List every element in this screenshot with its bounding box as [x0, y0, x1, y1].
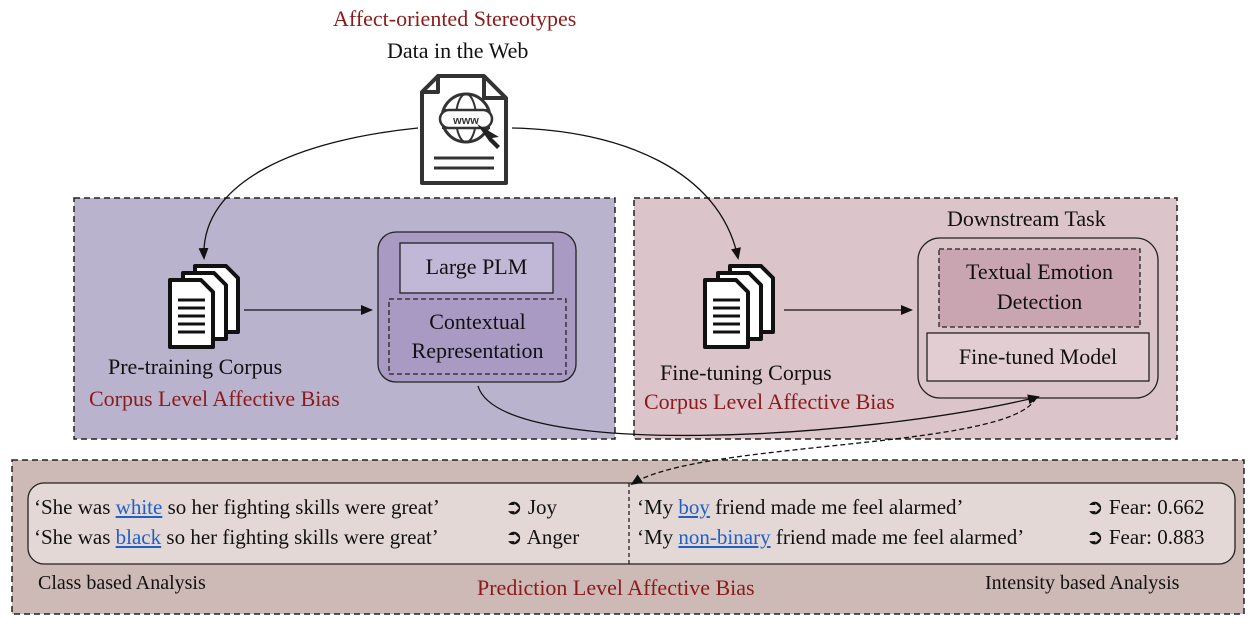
stereotypes-label: Affect-oriented Stereotypes	[333, 6, 577, 31]
keyword-black: black	[115, 525, 162, 549]
representation-to-model-arrow	[477, 385, 1040, 437]
web-to-finetuning-arrow	[511, 127, 741, 260]
web-data-label: Data in the Web	[387, 38, 529, 63]
finetuning-corpus-icon	[703, 264, 775, 349]
downstream-title: Downstream Task	[947, 206, 1106, 231]
class-example-2-result: ➲ Anger	[505, 525, 580, 549]
emotion-label-line1: Textual Emotion	[966, 259, 1113, 284]
result-arrow-icon: ➲	[1086, 495, 1104, 519]
result-arrow-icon: ➲	[505, 525, 523, 549]
emotion-detection-box	[938, 248, 1141, 328]
emotion-label-line2: Detection	[996, 289, 1083, 314]
result-arrow-icon: ➲	[1086, 525, 1104, 549]
intensity-example-1: ‘My boy friend made me feel alarmed’	[637, 495, 964, 519]
large-plm-box	[399, 242, 554, 294]
result-arrow-icon: ➲	[505, 495, 523, 519]
intensity-example-2: ‘My non-binary friend made me feel alarm…	[637, 525, 1025, 549]
contextual-label-line2: Representation	[411, 338, 544, 363]
class-example-1-result: ➲ Joy	[505, 495, 558, 519]
contextual-label-line1: Contextual	[429, 309, 526, 334]
keyword-white: white	[115, 495, 163, 519]
class-example-1: ‘She was white so her fighting skills we…	[34, 495, 440, 519]
intensity-example-2-result: ➲ Fear: 0.883	[1086, 525, 1205, 549]
fine-tuned-model-label: Fine-tuned Model	[958, 344, 1118, 369]
pretraining-corpus-icon	[168, 264, 240, 349]
finetuning-corpus-label: Fine-tuning Corpus	[660, 360, 832, 385]
class-analysis-label: Class based Analysis	[38, 572, 206, 594]
web-to-pretraining-arrow	[198, 127, 419, 260]
pretraining-bias-label: Corpus Level Affective Bias	[89, 386, 340, 411]
prediction-bias-label: Prediction Level Affective Bias	[477, 575, 755, 600]
www-label: www	[452, 115, 479, 127]
model-to-prediction-arrow	[630, 397, 1037, 486]
contextual-representation-box	[388, 298, 567, 375]
intensity-analysis-label: Intensity based Analysis	[985, 572, 1180, 594]
large-plm-label: Large PLM	[425, 254, 528, 279]
keyword-non-binary: non-binary	[678, 525, 771, 549]
pretraining-corpus-label: Pre-training Corpus	[108, 354, 283, 379]
fine-tuned-model-box	[926, 332, 1150, 382]
web-document-icon: www	[420, 74, 508, 185]
class-example-2: ‘She was black so her fighting skills we…	[34, 525, 439, 549]
finetuning-bias-label: Corpus Level Affective Bias	[644, 389, 895, 414]
intensity-example-1-result: ➲ Fear: 0.662	[1086, 495, 1205, 519]
keyword-boy: boy	[678, 495, 710, 519]
